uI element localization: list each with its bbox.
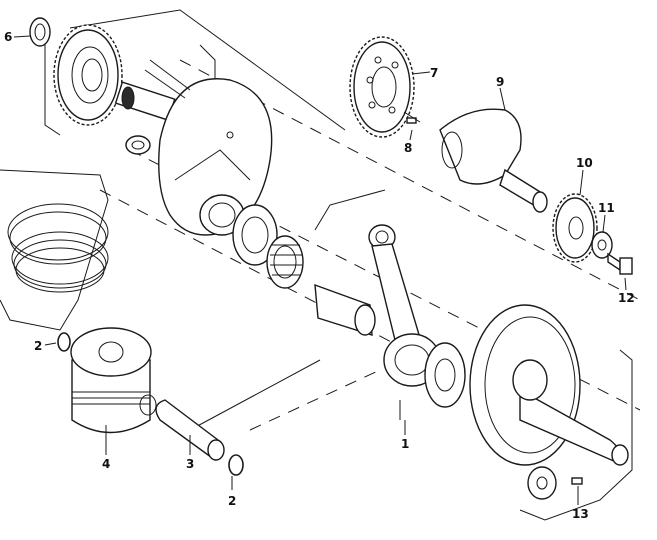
timing-gear-part-7: [349, 36, 415, 138]
crank-pin: [314, 283, 376, 336]
bolt-part-12: [607, 252, 633, 275]
woodruff-key-part-13: [571, 477, 583, 485]
bearing-part-6: [29, 17, 51, 47]
circlip-left: [57, 332, 71, 352]
callout-12: 12: [618, 291, 635, 305]
drive-gear-left: [53, 24, 123, 126]
crank-half-left: [114, 59, 273, 236]
group-brackets: [0, 9, 633, 521]
callout-4: 4: [102, 457, 110, 471]
callout-labels: 6 7 8 9 10 11 12 2 4 3 2 1 13: [4, 30, 635, 521]
callout-2-left: 2: [34, 339, 42, 353]
washer-part-11: [591, 231, 613, 259]
crank-shaft-part-9: [439, 108, 548, 213]
callout-1: 1: [401, 437, 409, 451]
callout-2-right: 2: [228, 494, 236, 508]
sprocket-part-10: [552, 193, 598, 263]
callout-13: 13: [572, 507, 589, 521]
piston-pin-part-3: [155, 399, 225, 461]
callout-7: 7: [430, 66, 438, 80]
callout-3: 3: [186, 457, 194, 471]
callout-6: 6: [4, 30, 12, 44]
leader-lines: [13, 35, 627, 505]
callout-11: 11: [598, 201, 615, 215]
callout-8: 8: [404, 141, 412, 155]
key-part-8: [403, 111, 421, 124]
piston-rings: [7, 203, 109, 293]
washer-bottom: [527, 466, 557, 500]
callout-9: 9: [496, 75, 504, 89]
thrust-washer-right: [424, 342, 466, 408]
callout-10: 10: [576, 156, 593, 170]
crank-half-right: [469, 304, 629, 466]
piston-part-4: [70, 327, 157, 434]
thrust-washer-center: [232, 204, 278, 266]
needle-bearing: [266, 235, 304, 289]
circlip-right: [228, 454, 244, 476]
